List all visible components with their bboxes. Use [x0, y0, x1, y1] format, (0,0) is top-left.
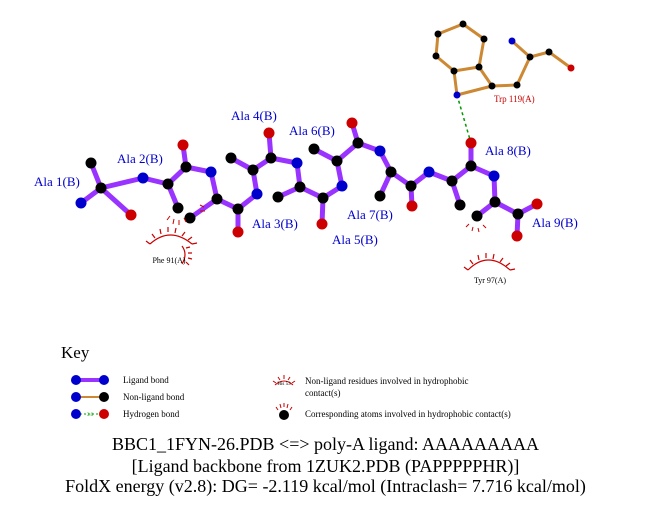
- phe91-hydrophobic-arc: [145, 227, 198, 266]
- ligand-carbon-atoms: [85, 137, 524, 224]
- key-corresponding-atoms-label: Corresponding atoms involved in hydropho…: [305, 409, 511, 419]
- key-nonligand-residues-line2: contact(s): [305, 388, 340, 398]
- key-title: Key: [61, 343, 90, 362]
- residue-label-trp119: Trp 119(A): [494, 94, 535, 104]
- key-his-label: His 53: [277, 382, 291, 387]
- residue-label-ala2: Ala 2(B): [117, 151, 163, 166]
- key-hb-distance: 3.0: [87, 413, 94, 418]
- trp119-bonds: [434, 22, 573, 97]
- residue-label-ala5: Ala 5(B): [332, 232, 378, 247]
- tyr97-hydrophobic-arc: [463, 253, 516, 271]
- key-hydrogen-bond-label: Hydrogen bond: [123, 409, 180, 419]
- hydrogen-bond: [456, 94, 472, 144]
- key-corresponding-atom-icon: [275, 403, 293, 420]
- tyr97-label: Tyr 97(A): [474, 276, 506, 285]
- residue-label-ala7: Ala 7(B): [347, 207, 393, 222]
- key-ligand-bond-label: Ligand bond: [123, 375, 169, 385]
- residue-label-ala4: Ala 4(B): [231, 108, 277, 123]
- residue-label-ala8: Ala 8(B): [485, 143, 531, 158]
- ligand-nitrogen-atoms: [75, 145, 500, 209]
- key-nonligand-bond-label: Non-ligand bond: [123, 392, 185, 402]
- residue-label-ala1: Ala 1(B): [34, 174, 80, 189]
- key-nonligand-residues-line1: Non-ligand residues involved in hydropho…: [305, 376, 468, 386]
- key-nonligand-bond-sample: [71, 392, 109, 402]
- ligand-oxygen-atoms: [125, 117, 543, 242]
- residue-labels: Ala 1(B) Ala 2(B) Ala 3(B) Ala 4(B) Ala …: [34, 108, 578, 247]
- trp119-atoms: [432, 20, 575, 99]
- key-hydrogen-bond-sample: [71, 409, 109, 419]
- key-ligand-bond-sample: [71, 375, 109, 385]
- caption-line-2: [Ligand backbone from 1ZUK2.PDB (PAPPPPP…: [131, 456, 520, 476]
- residue-label-ala9: Ala 9(B): [532, 215, 578, 230]
- caption-line-1: BBC1_1FYN-26.PDB <=> poly-A ligand: AAAA…: [112, 434, 539, 454]
- residue-label-ala3: Ala 3(B): [252, 216, 298, 231]
- ligand-hydrophobic-marks: [166, 204, 487, 233]
- phe91-label: Phe 91(A): [152, 256, 185, 265]
- caption-line-3: FoldX energy (v2.8): DG= -2.119 kcal/mol…: [65, 476, 586, 496]
- key-hydrophobic-residue-icon: [272, 375, 296, 386]
- residue-label-ala6: Ala 6(B): [289, 123, 335, 138]
